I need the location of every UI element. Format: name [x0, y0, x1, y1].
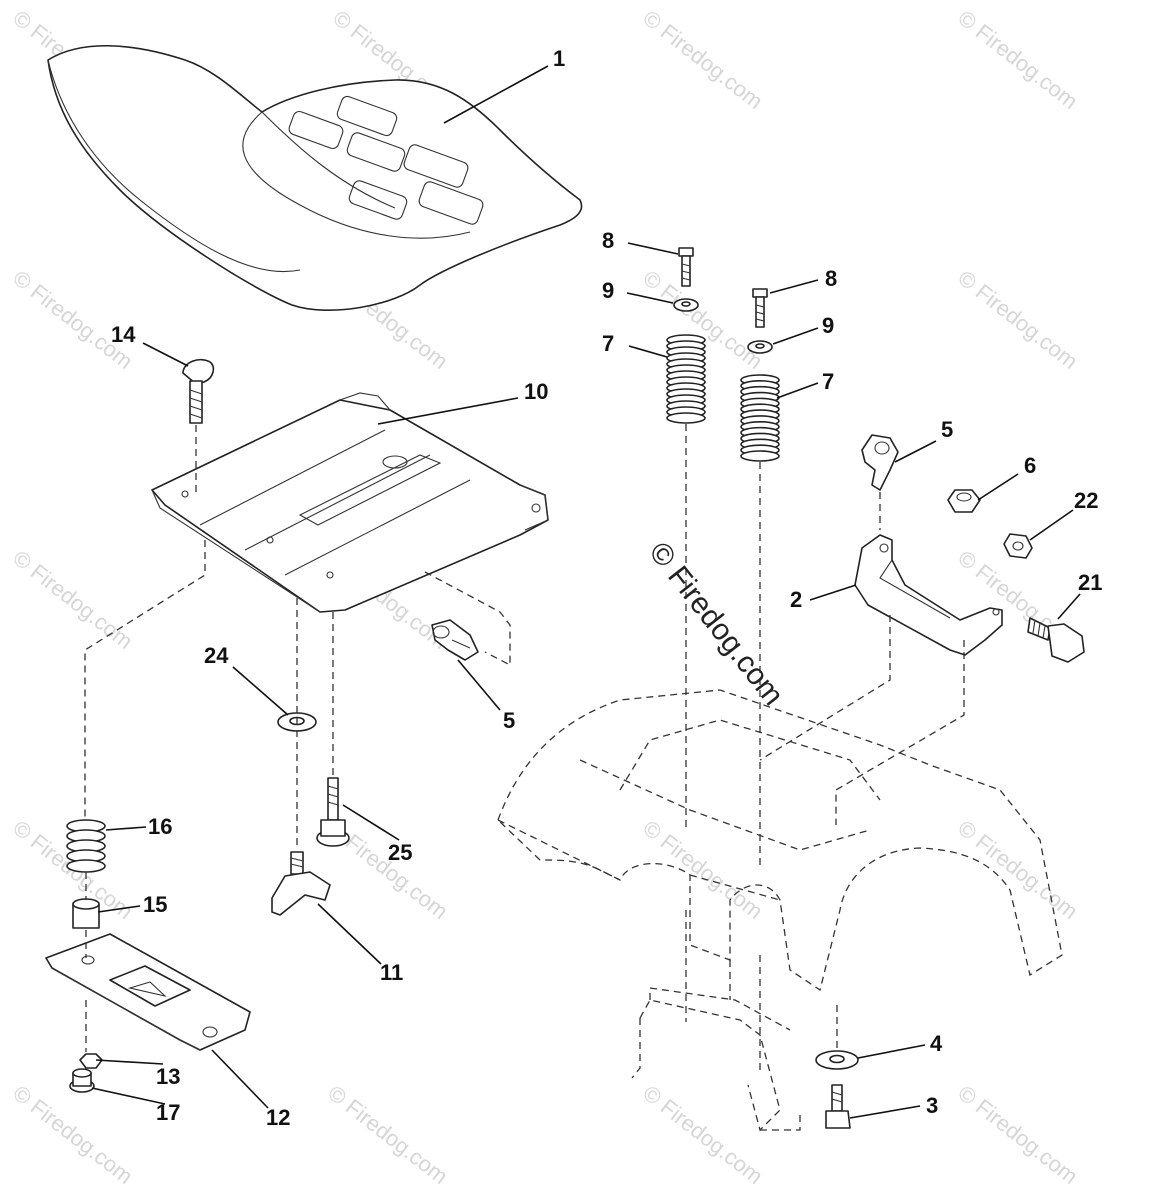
watermark-text: © Firedog.com [323, 1080, 452, 1189]
callout-5-left: 5 [503, 708, 515, 733]
washer-9-left-part [673, 298, 699, 312]
callout-9-left: 9 [602, 278, 614, 303]
spring-7-left-part [666, 334, 706, 424]
spring-7-right-part [740, 374, 780, 462]
shoulder-bolt-part [316, 777, 350, 847]
cable-tie-left-part [431, 619, 479, 661]
nut-13-part [79, 1053, 103, 1069]
spacer-15-part [72, 898, 100, 929]
callout-labels: 1 14 10 8 9 7 8 9 7 5 6 22 21 2 24 5 25 … [111, 46, 1102, 1130]
callout-21: 21 [1078, 570, 1102, 595]
slide-bracket-part [45, 933, 251, 1051]
watermark-text: © Firedog.com [953, 5, 1082, 114]
watermark-text: © Firedog.com [953, 815, 1082, 924]
callout-17: 17 [156, 1100, 180, 1125]
callout-15: 15 [143, 892, 167, 917]
callout-12: 12 [266, 1105, 290, 1130]
watermark-text: © Firedog.com [953, 265, 1082, 374]
watermark-text: © Firedog.com [638, 5, 767, 114]
nut-17-part [69, 1068, 95, 1093]
callout-13: 13 [156, 1064, 180, 1089]
spring-coil [666, 412, 706, 424]
leader-lines [91, 65, 1081, 1119]
fender-outline [497, 689, 1063, 1132]
callout-10: 10 [524, 379, 548, 404]
callout-5-right: 5 [941, 417, 953, 442]
nut-6-part [947, 489, 981, 513]
alignment-lines [84, 424, 965, 1070]
callout-7-right: 7 [822, 369, 834, 394]
callout-8-right: 8 [825, 266, 837, 291]
callout-7-left: 7 [602, 331, 614, 356]
watermark-text: © Firedog.com [8, 545, 137, 654]
bolt-3-part [825, 1084, 851, 1129]
bolt-8-left-part [678, 247, 694, 287]
washer-9-right-part [747, 340, 773, 354]
watermark-text: © Firedog.com [953, 1080, 1082, 1189]
callout-3: 3 [926, 1093, 938, 1118]
callout-14: 14 [111, 322, 136, 347]
spring-16-part [66, 819, 106, 873]
callout-22: 22 [1074, 488, 1098, 513]
watermark-text: © Firedog.com [638, 1080, 767, 1189]
nut-22-part [1003, 533, 1033, 559]
callout-1: 1 [553, 46, 565, 71]
washer-4-part [815, 1050, 859, 1070]
callout-2: 2 [790, 587, 802, 612]
callout-24: 24 [204, 643, 229, 668]
seat-part [47, 44, 583, 311]
seat-pan-part [151, 392, 549, 613]
bolt-21-part [1027, 617, 1085, 663]
watermark-text: © Firedog.com [8, 1080, 137, 1189]
callout-9-right: 9 [822, 313, 834, 338]
center-watermark: © Firedog.com [642, 536, 789, 712]
watermark-text: © Firedog.com [8, 265, 137, 374]
seat-bracket-part [854, 534, 1003, 656]
adjustment-knob-part [271, 851, 331, 916]
callout-4: 4 [930, 1031, 943, 1056]
bolt-8-right-part [752, 288, 768, 328]
spring-coil [740, 450, 780, 462]
callout-11: 11 [380, 960, 403, 985]
callout-25: 25 [388, 840, 412, 865]
callout-6: 6 [1024, 453, 1036, 478]
carriage-bolt-part [182, 358, 215, 424]
cable-tie-right-part [861, 434, 899, 491]
callout-16: 16 [148, 814, 172, 839]
callout-8-left: 8 [602, 228, 614, 253]
